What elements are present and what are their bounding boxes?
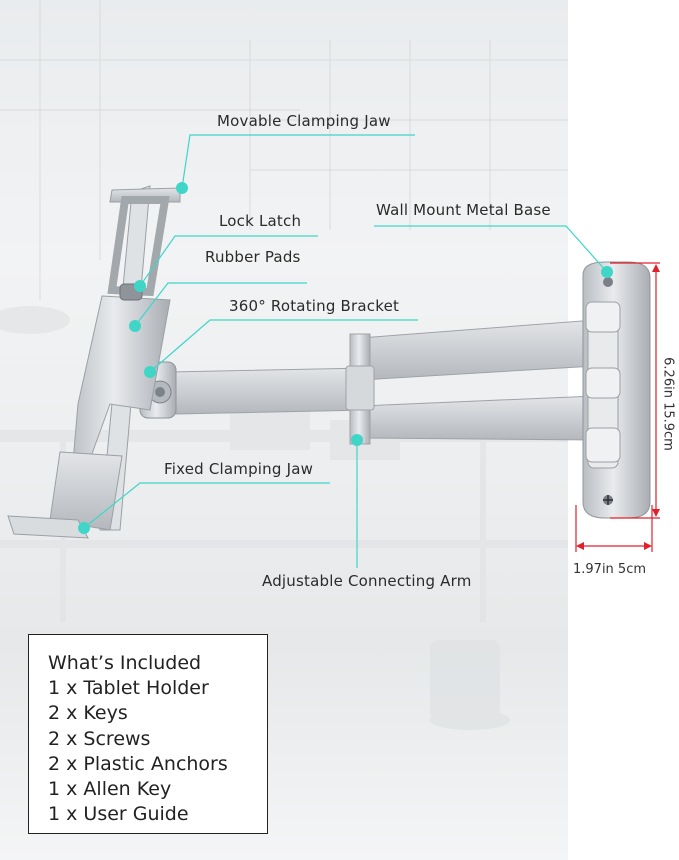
included-item: 1 x User Guide bbox=[48, 803, 189, 826]
included-item: 2 x Plastic Anchors bbox=[48, 752, 228, 775]
connecting-arm-label: Adjustable Connecting Arm bbox=[262, 572, 472, 590]
wall-base-label: Wall Mount Metal Base bbox=[376, 201, 551, 219]
fixed-jaw-label: Fixed Clamping Jaw bbox=[164, 460, 314, 478]
included-item: 1 x Tablet Holder bbox=[48, 677, 209, 700]
width-dimension-label: 1.97in 5cm bbox=[573, 562, 647, 577]
wall-base-marker bbox=[601, 266, 613, 278]
rotating-bracket-label: 360° Rotating Bracket bbox=[229, 297, 400, 315]
rotating-bracket-marker bbox=[144, 366, 156, 378]
fixed-jaw-marker bbox=[78, 522, 90, 534]
wall-mount-base bbox=[582, 261, 651, 519]
included-item: 2 x Screws bbox=[48, 727, 151, 750]
lock-latch-label: Lock Latch bbox=[219, 212, 302, 230]
dimension-lines bbox=[575, 262, 660, 552]
connecting-arm-marker bbox=[351, 434, 363, 446]
included-item: 1 x Allen Key bbox=[48, 778, 172, 801]
tablet-holder bbox=[7, 185, 181, 539]
connecting-arm bbox=[169, 319, 596, 445]
height-dimension-label: 6.26in 15.9cm bbox=[660, 357, 676, 451]
whats-included-box: What’s Included 1 x Tablet Holder 2 x Ke… bbox=[28, 634, 268, 834]
movable-jaw-marker bbox=[176, 182, 188, 194]
lock-latch-marker bbox=[134, 280, 146, 292]
rubber-pads-marker bbox=[129, 320, 141, 332]
included-item: 2 x Keys bbox=[48, 702, 128, 725]
whats-included-title: What’s Included bbox=[48, 652, 202, 674]
callout-lines bbox=[83, 134, 608, 568]
rubber-pads-label: Rubber Pads bbox=[205, 248, 301, 266]
movable-jaw-label: Movable Clamping Jaw bbox=[217, 112, 391, 130]
